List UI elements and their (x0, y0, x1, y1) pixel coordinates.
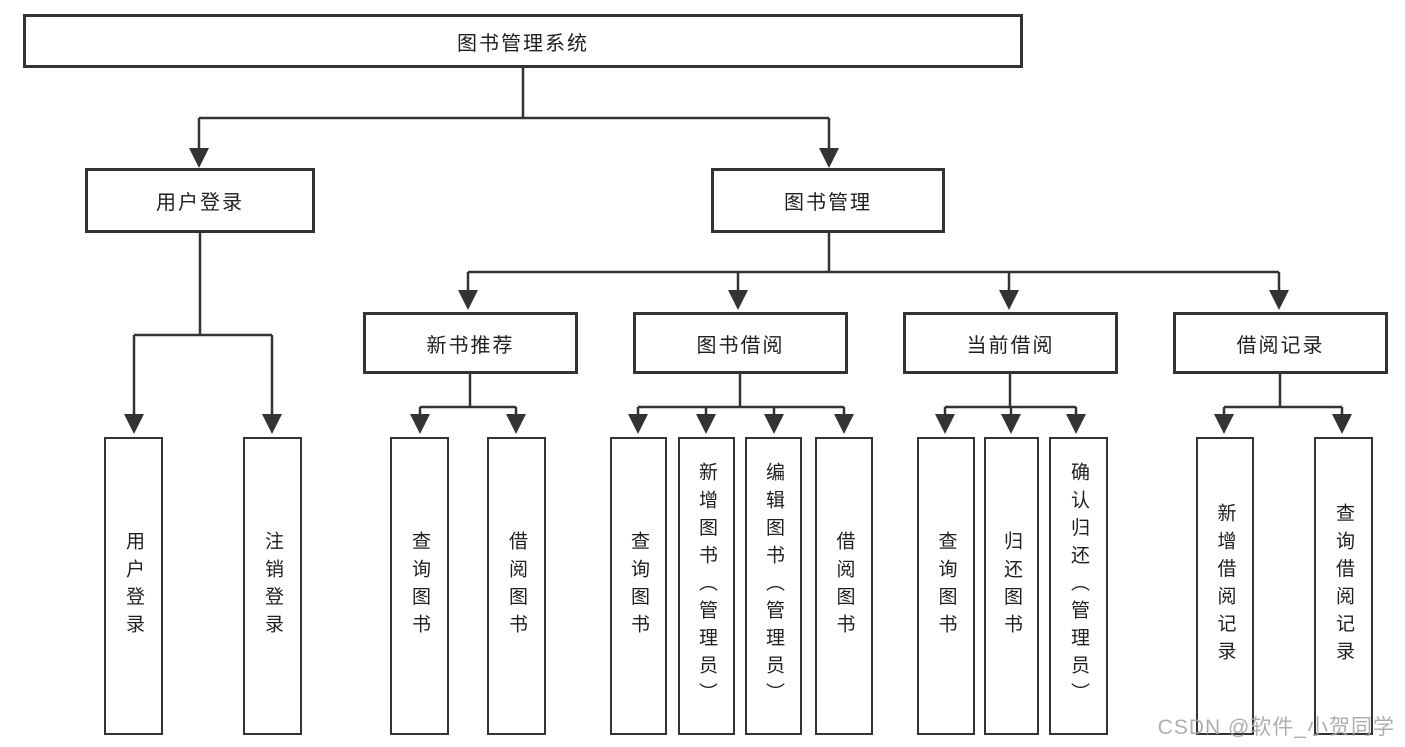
node-label: 编辑图书（管理员） (763, 462, 784, 710)
connector-strokes (132, 68, 1344, 417)
node-leaf-return-books: 归还图书 (984, 437, 1039, 735)
connector-userlogin-to-leaves (132, 233, 274, 417)
node-leaf-borrow-books: 借阅图书 (815, 437, 873, 735)
node-label: 查询图书 (628, 530, 649, 642)
arrowhead (1001, 414, 1021, 434)
node-label: 归还图书 (1001, 530, 1022, 642)
arrowhead (696, 414, 716, 434)
arrowhead (1214, 414, 1234, 434)
node-label: 当前借阅 (966, 334, 1055, 357)
node-leaf-borrow-books-recommend: 借阅图书 (487, 437, 546, 735)
node-root-library-system: 图书管理系统 (23, 14, 1023, 68)
node-label: 查询图书 (409, 530, 430, 642)
arrowhead (458, 290, 478, 310)
arrowhead (506, 414, 526, 434)
node-label: 用户登录 (156, 192, 244, 214)
arrowhead (262, 414, 282, 434)
node-leaf-confirm-return-admin: 确认归还（管理员） (1049, 437, 1108, 735)
connector-borrow-to-leaves (636, 374, 846, 417)
arrowhead (764, 414, 784, 434)
node-leaf-logout: 注销登录 (243, 437, 302, 735)
node-label: 注销登录 (262, 530, 283, 642)
connector-root-to-level2 (197, 68, 831, 152)
connector-newbook-to-leaves (418, 374, 518, 417)
arrowhead (935, 414, 955, 434)
connector-arrowheads (124, 148, 1352, 434)
node-label: 确认归还（管理员） (1068, 462, 1089, 710)
arrowhead (628, 414, 648, 434)
arrowhead (124, 414, 144, 434)
arrowhead (1269, 290, 1289, 310)
arrowhead (834, 414, 854, 434)
node-label: 查询借阅记录 (1333, 503, 1354, 669)
arrowhead (999, 290, 1019, 310)
node-leaf-query-books-recommend: 查询图书 (390, 437, 449, 735)
node-leaf-query-books-current: 查询图书 (917, 437, 975, 735)
node-user-login: 用户登录 (85, 168, 315, 233)
arrowhead (189, 148, 209, 168)
node-label: 查询图书 (935, 530, 957, 642)
node-leaf-add-borrow-record: 新增借阅记录 (1196, 437, 1254, 735)
node-leaf-user-login: 用户登录 (104, 437, 163, 735)
connector-current-to-leaves (943, 374, 1078, 417)
node-leaf-query-books-borrow: 查询图书 (610, 437, 667, 735)
node-label: 借阅记录 (1236, 334, 1325, 357)
node-book-borrow: 图书借阅 (633, 312, 848, 374)
node-label: 图书借阅 (696, 334, 785, 357)
node-leaf-add-books-admin: 新增图书（管理员） (678, 437, 735, 735)
node-borrow-record: 借阅记录 (1173, 312, 1388, 374)
node-label: 新增借阅记录 (1214, 503, 1236, 669)
node-label: 新书推荐 (426, 334, 515, 357)
node-new-book-recommend: 新书推荐 (363, 312, 578, 374)
arrowhead (410, 414, 430, 434)
connector-bookmgmt-to-level3 (466, 233, 1281, 294)
node-label: 图书管理 (784, 192, 872, 214)
node-leaf-query-borrow-record: 查询借阅记录 (1314, 437, 1373, 735)
node-book-management: 图书管理 (711, 168, 945, 233)
node-label: 新增图书（管理员） (696, 462, 717, 710)
node-leaf-edit-books-admin: 编辑图书（管理员） (745, 437, 802, 735)
node-label: 借阅图书 (833, 530, 855, 642)
arrowhead (819, 148, 839, 168)
arrowhead (1332, 414, 1352, 434)
node-label: 图书管理系统 (457, 32, 589, 55)
node-label: 用户登录 (123, 530, 144, 642)
node-current-borrow: 当前借阅 (903, 312, 1118, 374)
arrowhead (728, 290, 748, 310)
connector-record-to-leaves (1222, 374, 1344, 417)
node-label: 借阅图书 (506, 530, 527, 642)
arrowhead (1066, 414, 1086, 434)
